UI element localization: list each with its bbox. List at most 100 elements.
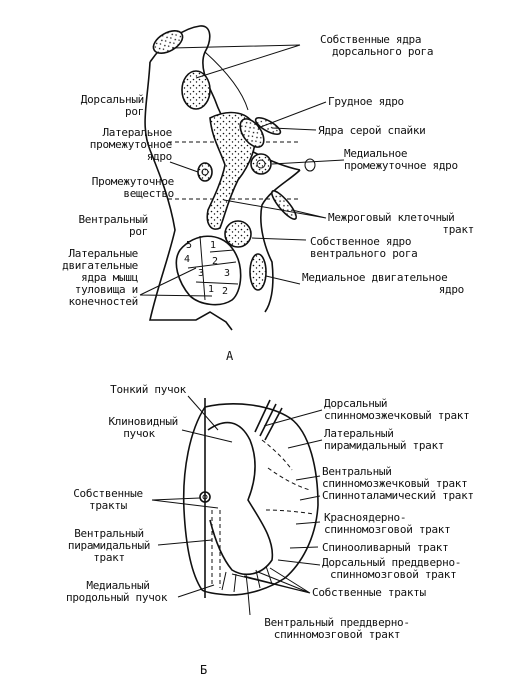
label-line: пирамидальный тракт	[324, 439, 445, 452]
label-lateral-pyramidal: Латеральный пирамидальный тракт	[324, 428, 444, 452]
label-spino-olivary: Спинооливарный тракт	[322, 541, 449, 554]
label-rubrospinal: Красноядерно- спинномозговой тракт	[324, 511, 451, 536]
nucleus-number: 4	[184, 254, 190, 265]
label-line: Спинооливарный тракт	[322, 541, 449, 554]
label-line: Дорсальный	[80, 93, 145, 106]
label-medial-longitudinal: Медиальный продольный пучок	[66, 580, 170, 604]
label-line: тракт	[93, 551, 125, 564]
medial-motor-nucleus-shape	[249, 253, 267, 291]
label-line: рог	[129, 225, 148, 238]
small-ring	[304, 158, 316, 172]
label-line: тракт	[442, 223, 474, 236]
label-line: туловища и	[74, 283, 139, 296]
label-line: Собственные тракты	[312, 586, 426, 599]
white-matter-outline	[182, 398, 319, 598]
label-ventral-horn-nucleus: Собственное ядро вентрального рога	[310, 235, 418, 260]
label-dorsal-horn: Дорсальный рог	[70, 93, 145, 118]
label-intermediate-substance: Промежуточное вещество	[60, 175, 175, 200]
label-line: вентрального рога	[310, 247, 418, 260]
label-ventral-spinocerebellar: Вентральный спинномозжечковый тракт	[322, 465, 468, 490]
medial-intermediate-nucleus-core	[256, 159, 266, 169]
label-line: конечностей	[68, 295, 138, 308]
label-line: Медиальное двигательное	[302, 271, 448, 284]
gray-commissure-nucleus-shape	[254, 116, 282, 136]
ventral-horn-nucleus-shape	[224, 220, 252, 248]
label-line: Латеральный	[324, 427, 394, 440]
label-line: Вентральный	[322, 465, 392, 478]
nucleus-number: 1	[208, 284, 214, 295]
lateral-motor-nuclei-group	[175, 235, 242, 306]
nucleus-number: 2	[222, 286, 228, 297]
label-line: Ядра серой спайки	[318, 124, 426, 137]
label-line: двигательные	[62, 259, 138, 272]
panel-a-caption: А	[226, 349, 233, 363]
panel-b-caption: Б	[200, 663, 207, 677]
label-lateral-intermediate-nucleus: Латеральное промежуточное ядро	[52, 126, 173, 163]
label-line: рог	[125, 105, 144, 118]
interhorn-cell-tract-small	[271, 190, 297, 220]
label-dorsal-spinocerebellar: Дорсальный спинномозжечковый тракт	[324, 397, 470, 422]
lateral-intermediate-nucleus-core	[201, 168, 209, 176]
nucleus-number: 5	[186, 240, 192, 251]
label-medial-motor-nucleus: Медиальное двигательное ядро	[302, 272, 464, 296]
label-line: Латеральные	[68, 247, 138, 260]
label-line: Вентральный	[74, 527, 144, 540]
label-line: Дорсальный преддверно-	[322, 556, 462, 569]
label-ventral-horn: Вентральный рог	[60, 214, 148, 238]
label-gray-commissure-nuclei: Ядра серой спайки	[318, 124, 426, 137]
label-own-tracts-right: Собственные тракты	[312, 587, 426, 599]
label-line: спинномозжечковый тракт	[324, 409, 470, 422]
label-line: Вентральный	[78, 213, 148, 226]
label-line: Медиальное	[344, 147, 408, 160]
label-line: пучок	[123, 427, 155, 440]
label-line: Промежуточное	[91, 175, 175, 188]
label-line: Красноядерно-	[324, 511, 407, 524]
label-spinothalamic: Спинноталамический тракт	[322, 490, 474, 502]
label-medial-intermediate-nucleus: Медиальное промежуточное ядро	[344, 148, 458, 172]
label-line: Латеральное	[102, 126, 172, 139]
label-line: продольный пучок	[66, 591, 168, 604]
label-line: Грудное ядро	[328, 95, 404, 108]
label-line: Спинноталамический тракт	[322, 489, 474, 502]
label-line: Медиальный	[86, 579, 150, 592]
label-ventral-pyramidal: Вентральный пирамидальный тракт	[60, 528, 158, 564]
label-line: ядра мышц	[81, 271, 138, 284]
label-line: Межроговый клеточный	[328, 211, 455, 224]
label-fasciculus-cuneatus: Клиновидный пучок	[100, 416, 178, 440]
dorsal-horn-nucleus-1	[152, 30, 184, 54]
label-line: Клиновидный	[108, 415, 178, 428]
nucleus-number: 3	[224, 268, 230, 279]
label-line: вещество	[123, 187, 174, 200]
label-line: Собственные	[73, 487, 143, 500]
label-fasciculus-gracilis: Тонкий пучок	[100, 384, 186, 396]
label-line: спинномозжечковый тракт	[322, 477, 468, 490]
label-line: промежуточное	[89, 138, 173, 151]
dorsal-horn-nucleus-2	[181, 70, 211, 110]
nucleus-number: 3	[198, 268, 204, 279]
label-ventral-vestibulospinal: Вентральный преддверно- спинномозговой т…	[232, 617, 442, 641]
medial-intermediate-nucleus-shape	[250, 153, 272, 175]
label-thoracic-nucleus: Грудное ядро	[328, 96, 404, 108]
label-line: промежуточное ядро	[344, 159, 458, 172]
label-line: Дорсальный	[324, 397, 388, 410]
panel-a-pointers	[139, 44, 345, 297]
label-dorsal-horn-nuclei: Собственные ядра дорсального рога	[320, 34, 433, 58]
label-lateral-motor-nuclei: Латеральные двигательные ядра мышц тулов…	[42, 248, 138, 308]
label-own-tracts-left: Собственные тракты	[64, 488, 152, 512]
panel-b-pointers	[151, 395, 323, 616]
nucleus-number: 2	[212, 256, 218, 267]
label-line: Вентральный преддверно-	[264, 616, 410, 629]
label-line: пирамидальный	[67, 539, 151, 552]
label-line: дорсального рога	[332, 45, 434, 58]
label-line: тракты	[89, 499, 127, 512]
label-line: Тонкий пучок	[110, 383, 186, 396]
label-line: спинномозговой тракт	[330, 568, 457, 581]
nucleus-number: 1	[210, 240, 216, 251]
label-line: ядро	[438, 283, 465, 296]
label-line: Собственное ядро	[310, 235, 412, 248]
label-line: Собственные ядра	[320, 33, 422, 46]
label-interhorn-cell-tract: Межроговый клеточный тракт	[328, 212, 474, 236]
label-line: спинномозговой тракт	[273, 628, 401, 641]
